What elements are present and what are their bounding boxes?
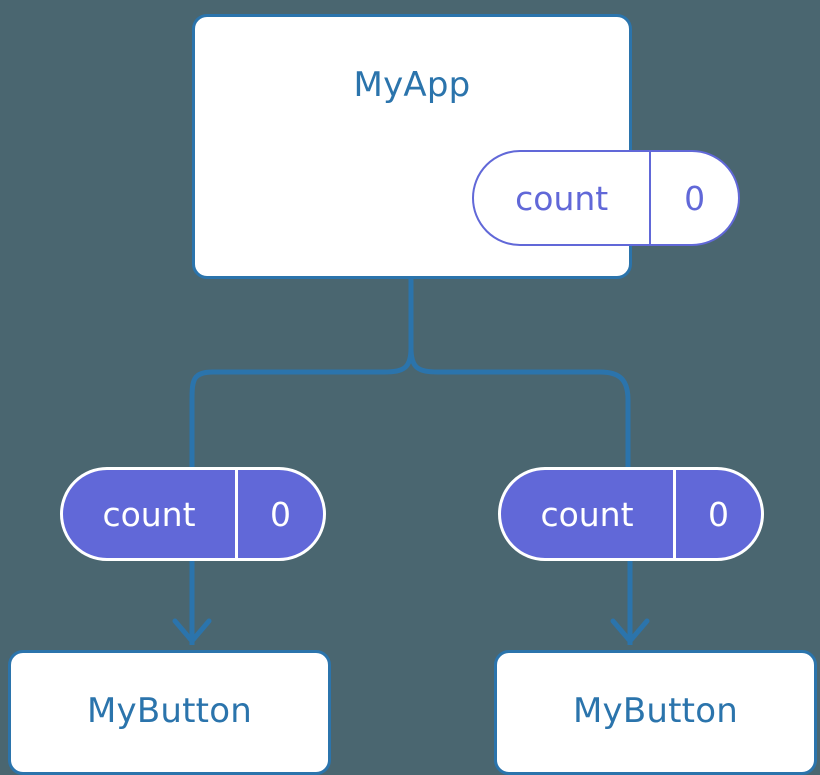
component-box-mybutton-right[interactable]: MyButton: [494, 650, 817, 775]
arrow-head-left-icon: [172, 618, 212, 644]
props-pill-value: 0: [234, 470, 323, 558]
state-pill-value: 0: [649, 152, 738, 244]
connector-fork-left: [189, 347, 414, 468]
props-pill-right-count[interactable]: count 0: [498, 467, 764, 561]
props-pill-value: 0: [672, 470, 761, 558]
arrow-head-right-icon: [610, 618, 650, 644]
connector-fork-right: [408, 347, 631, 468]
component-box-mybutton-left[interactable]: MyButton: [8, 650, 331, 775]
component-label-mybutton-right: MyButton: [573, 691, 738, 731]
props-pill-key: count: [102, 494, 196, 534]
state-pill-myapp-count[interactable]: count 0: [472, 150, 740, 246]
component-label-myapp: MyApp: [353, 65, 471, 105]
props-pill-left-count[interactable]: count 0: [60, 467, 326, 561]
component-box-myapp[interactable]: MyApp count 0: [192, 14, 740, 279]
state-pill-key: count: [515, 178, 609, 218]
component-label-mybutton-left: MyButton: [87, 691, 252, 731]
props-pill-key: count: [540, 494, 634, 534]
